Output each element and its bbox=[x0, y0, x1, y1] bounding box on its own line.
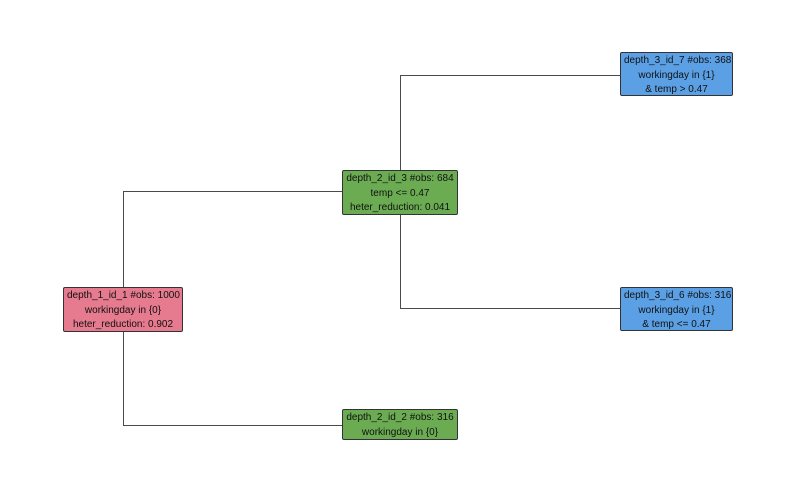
edge-n3-to-n6-horizontal bbox=[400, 308, 620, 309]
edge-n1-to-n3-horizontal bbox=[123, 191, 342, 192]
tree-node-depth-2-id-2: depth_2_id_2 #obs: 316 workingday in {0} bbox=[342, 409, 458, 440]
node-split-rule: temp <= 0.47 bbox=[370, 187, 430, 199]
tree-node-depth-3-id-6: depth_3_id_6 #obs: 316 workingday in {1}… bbox=[620, 287, 733, 331]
edge-n3-to-n7-horizontal bbox=[400, 75, 620, 76]
node-header: depth_1_id_1 #obs: 1000 bbox=[67, 290, 180, 301]
node-header: depth_2_id_3 #obs: 684 bbox=[346, 173, 454, 184]
edge-n1-to-n2-vertical bbox=[123, 330, 124, 425]
edge-n3-to-n6-vertical bbox=[400, 213, 401, 308]
edge-n1-to-n2-horizontal bbox=[123, 425, 342, 426]
node-header: depth_2_id_2 #obs: 316 bbox=[346, 412, 454, 423]
node-header: depth_3_id_7 #obs: 368 bbox=[624, 55, 732, 66]
node-temp-rule: & temp > 0.47 bbox=[645, 84, 708, 95]
tree-node-depth-3-id-7: depth_3_id_7 #obs: 368 workingday in {1}… bbox=[620, 52, 733, 96]
node-split-rule: workingday in {1} bbox=[638, 69, 715, 81]
node-header: depth_3_id_6 #obs: 316 bbox=[624, 290, 732, 301]
node-heter-reduction: heter_reduction: 0.041 bbox=[349, 202, 451, 213]
node-heter-reduction: heter_reduction: 0.902 bbox=[72, 319, 174, 330]
node-split-rule: workingday in {0} bbox=[84, 304, 162, 316]
edge-n3-to-n7-vertical bbox=[400, 75, 401, 172]
tree-node-depth-2-id-3: depth_2_id_3 #obs: 684 temp <= 0.47 hete… bbox=[342, 170, 458, 215]
tree-node-depth-1-id-1: depth_1_id_1 #obs: 1000 workingday in {0… bbox=[63, 287, 183, 332]
node-temp-rule: & temp <= 0.47 bbox=[642, 319, 711, 330]
edge-n1-to-n3-vertical bbox=[123, 191, 124, 290]
node-split-rule: workingday in {0} bbox=[361, 426, 439, 438]
node-split-rule: workingday in {1} bbox=[638, 304, 715, 316]
